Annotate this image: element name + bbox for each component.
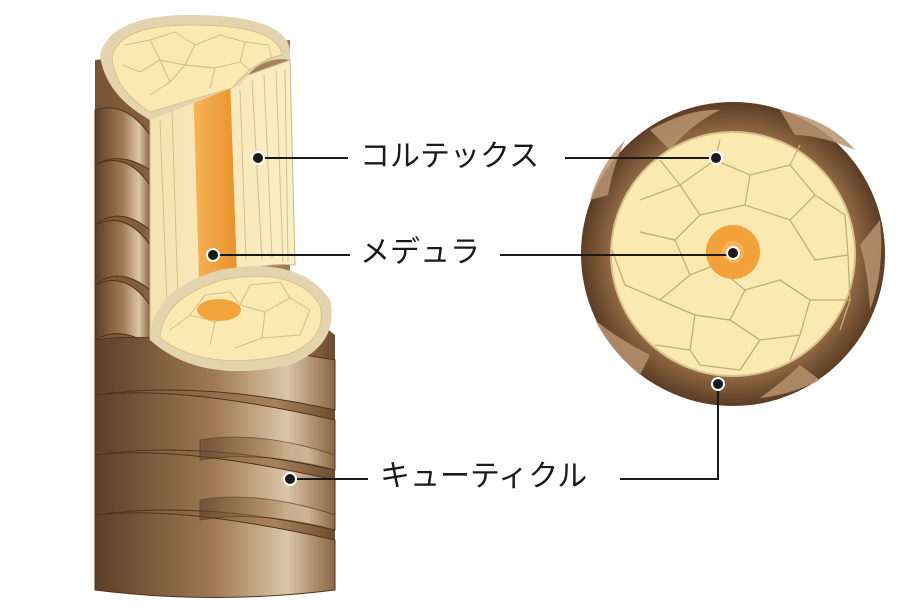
cortex-label: コルテックス — [360, 139, 540, 174]
medulla-dot-shaft — [206, 248, 220, 262]
cuticle-ring-scales — [590, 109, 882, 398]
cortex-lower-face — [159, 275, 322, 362]
cuticle-scales — [94, 107, 336, 598]
medulla-label: メデュラ — [360, 235, 480, 270]
leader-dots — [206, 151, 740, 486]
hair-shaft-illustration — [94, 15, 336, 598]
medulla-dot-section — [726, 246, 740, 260]
cuticle-dot-section — [711, 377, 725, 391]
cortex-dot-shaft — [251, 151, 265, 165]
cortex-dot-section — [709, 151, 723, 165]
leader-lines — [213, 157, 733, 480]
cuticle-leader-right — [620, 384, 719, 480]
medulla-core — [193, 74, 238, 318]
cuticle-dot-shaft — [283, 472, 297, 486]
cortex-top-cells — [121, 31, 273, 96]
cuticle-label: キューティクル — [380, 459, 588, 494]
cortex-top-face — [111, 24, 283, 113]
medulla-bottom-end — [197, 299, 241, 321]
